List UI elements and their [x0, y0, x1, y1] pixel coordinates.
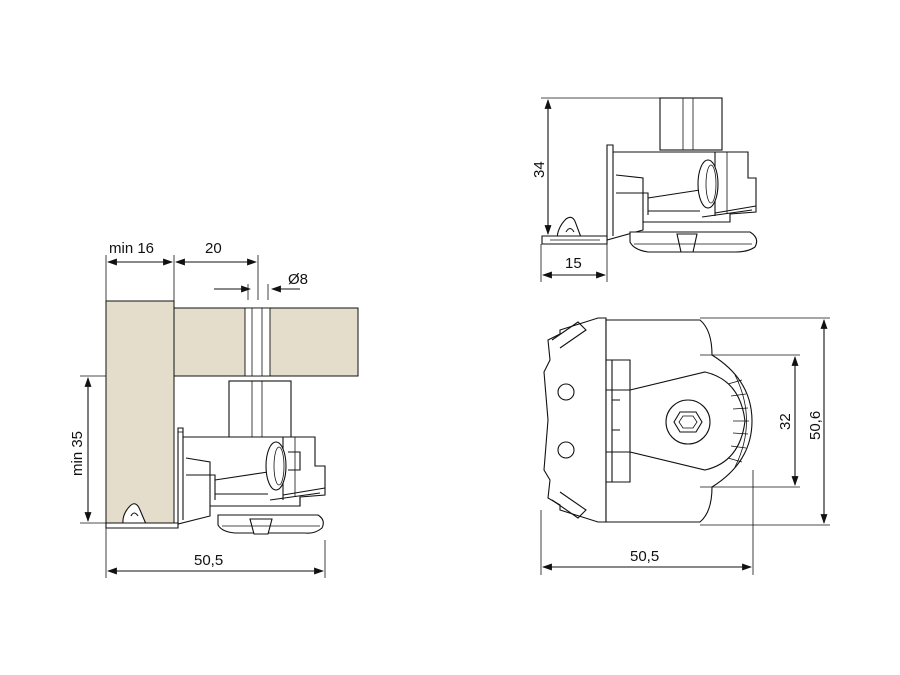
- dim-width-label: 50,5: [194, 552, 223, 569]
- dim-15-label: 15: [565, 255, 582, 272]
- dim-min35-label: min 35: [69, 431, 86, 476]
- side-view: min 16 20 Ø8 min 35 50,5: [69, 240, 359, 578]
- plan-dimensions: [540, 317, 830, 575]
- connector-side-foot: [217, 514, 324, 535]
- connector-elevation-foot: [629, 231, 758, 253]
- connector-elevation-hook: [541, 216, 608, 245]
- elevation-dimensions: [540, 97, 660, 282]
- dim-20-label: 20: [205, 240, 222, 257]
- dim-diameter-label: Ø8: [288, 271, 308, 288]
- connector-elevation-body: [606, 97, 757, 241]
- top-panel: [173, 307, 359, 377]
- connector-side-hook: [105, 503, 179, 529]
- dim-32-label: 32: [777, 413, 794, 430]
- dim-34-label: 34: [531, 161, 548, 178]
- side-dimensions: [80, 255, 326, 578]
- side-panel: [105, 300, 175, 524]
- dim-506-label: 50,6: [807, 411, 824, 440]
- connector-side-body: [177, 380, 326, 525]
- dim-plan-width-label: 50,5: [630, 548, 659, 565]
- elevation-view: 34 15: [531, 97, 758, 282]
- connector-plan-body: [543, 317, 753, 523]
- dim-min16-label: min 16: [109, 240, 154, 257]
- plan-view: 32 50,6 50,5: [540, 317, 830, 575]
